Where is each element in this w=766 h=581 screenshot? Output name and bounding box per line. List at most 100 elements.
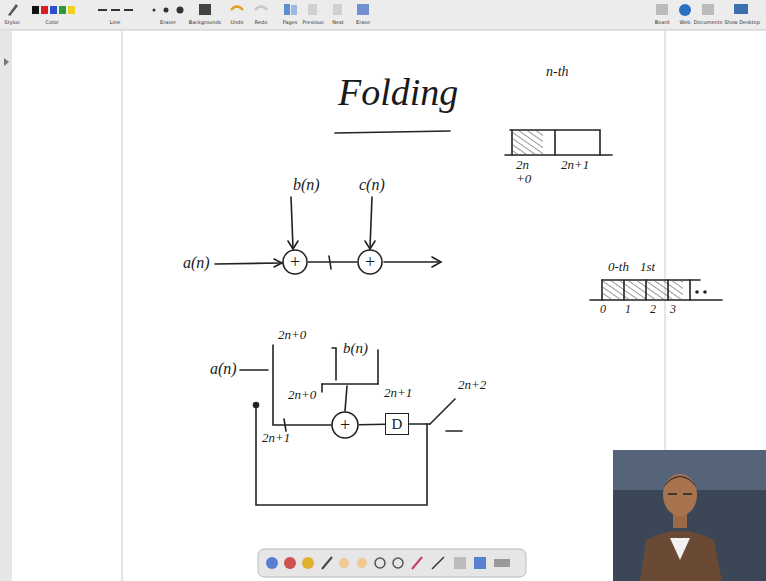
toolbar-part [50,6,57,14]
webcam-feed [613,450,766,581]
toolbar-part [41,6,48,14]
ink-drawing-part [505,154,612,156]
ink-drawing-part [602,279,700,281]
ink-drawing-part [288,241,298,249]
adder-outline [332,412,358,438]
toolbar-part [177,7,184,14]
ink-drawing-part [273,345,331,425]
toolbar-label: Pages [283,20,298,26]
signal-label: a(n) [210,360,237,378]
adder-outline [283,250,307,274]
toolbar-label: Backgrounds [189,20,221,26]
adder-sign: + [365,253,375,271]
ink-drawing-part [332,348,336,380]
side-panel-part [4,58,9,66]
bottom-toolbar-part [393,558,403,568]
toolbar-part [656,4,668,15]
signal-wire [308,261,357,263]
toolbar-part [98,9,107,11]
ink-drawing [215,130,722,505]
adder-sign: + [290,253,300,271]
ink-drawing-part [377,350,379,384]
signal-label: a(n) [183,254,210,272]
toolbar-part [164,8,169,13]
bottom-toolbar-part [474,557,486,569]
ink-drawing-part [510,130,600,155]
toolbar-part [679,4,691,16]
ink-drawing-part [284,419,286,431]
webcam-feed-part [663,474,697,516]
toolbar-label: Erase [356,20,370,26]
bottom-toolbar-part [432,557,444,569]
signal-label: 2n+1 [262,431,290,445]
ink-drawing-part [704,291,706,293]
delay-box: D [385,413,409,435]
adder-circle: + [357,249,383,275]
toolbar-part [357,4,369,15]
signal-label: c(n) [359,176,385,194]
page-title: Folding [338,72,458,114]
ink-drawing-part [446,430,462,432]
toolbar-part [702,4,714,15]
ink-drawing-part [590,299,722,301]
toolbar-part [68,6,75,14]
ink-drawing-part [432,257,441,267]
toolbar-label: Show Desktop [724,20,760,26]
toolbar-label: Line [110,20,120,26]
ink-drawing-part [240,369,268,371]
bottom-toolbar-part [375,558,385,568]
bottom-toolbar-part [322,557,332,569]
toolbar-label: Previous [302,20,323,26]
toolbar-part [199,4,211,15]
ink-drawing-part [513,131,543,154]
ink-drawing-part [345,386,347,411]
ink-drawing-part [696,291,698,293]
toolbar-label: Documents [694,20,723,26]
bottom-toolbar-part [284,557,296,569]
ink-drawing-part [384,261,440,263]
ink-drawing-part [430,399,455,424]
toolbar-label: Eraser [160,20,176,26]
ink-drawing-part [215,263,281,264]
toolbar [0,0,766,30]
signal-label: 0-th [608,260,629,274]
toolbar-label: Stylus [4,20,19,26]
webcam-feed-part [668,493,692,495]
bottom-toolbar-part [302,557,314,569]
signal-label: 0 [600,303,606,316]
bottom-toolbar-part [454,557,466,569]
signal-label: n-th [546,64,569,79]
toolbar-part [734,4,748,14]
signal-label: 1st [640,260,655,274]
toolbar-part [124,9,133,11]
toolbar-label: Redo [255,20,268,26]
bottom-toolbar-part [339,558,349,568]
ink-drawing-part [256,408,427,505]
toolbar-label: Color [45,20,58,26]
ink-drawing-part [603,281,683,299]
signal-label: b(n) [343,340,368,357]
bottom-toolbar-part [412,557,422,569]
signal-label: 2n+1 [561,158,589,172]
bottom-toolbar-part [494,559,510,567]
toolbar-label: Next [332,20,344,26]
page-margin [122,31,665,581]
toolbar-part [231,7,243,11]
toolbar-part [284,4,290,15]
bottom-toolbar-part [266,557,278,569]
signal-label: 2n +0 [516,158,536,187]
side-panel-part [0,31,12,581]
toolbar-part [59,6,66,14]
toolbar-part [0,30,766,31]
bottom-toolbar [258,549,526,577]
ink-drawing-part [254,403,259,408]
ink-drawing-part [370,197,372,248]
adder-sign: + [340,416,350,434]
ink-drawing-part [365,241,375,249]
signal-label: 2n+2 [458,378,486,392]
toolbar-label: Undo [230,20,243,26]
toolbar-part [111,9,120,11]
signal-label: 2n+0 [288,388,316,402]
webcam-feed-part [640,531,722,581]
